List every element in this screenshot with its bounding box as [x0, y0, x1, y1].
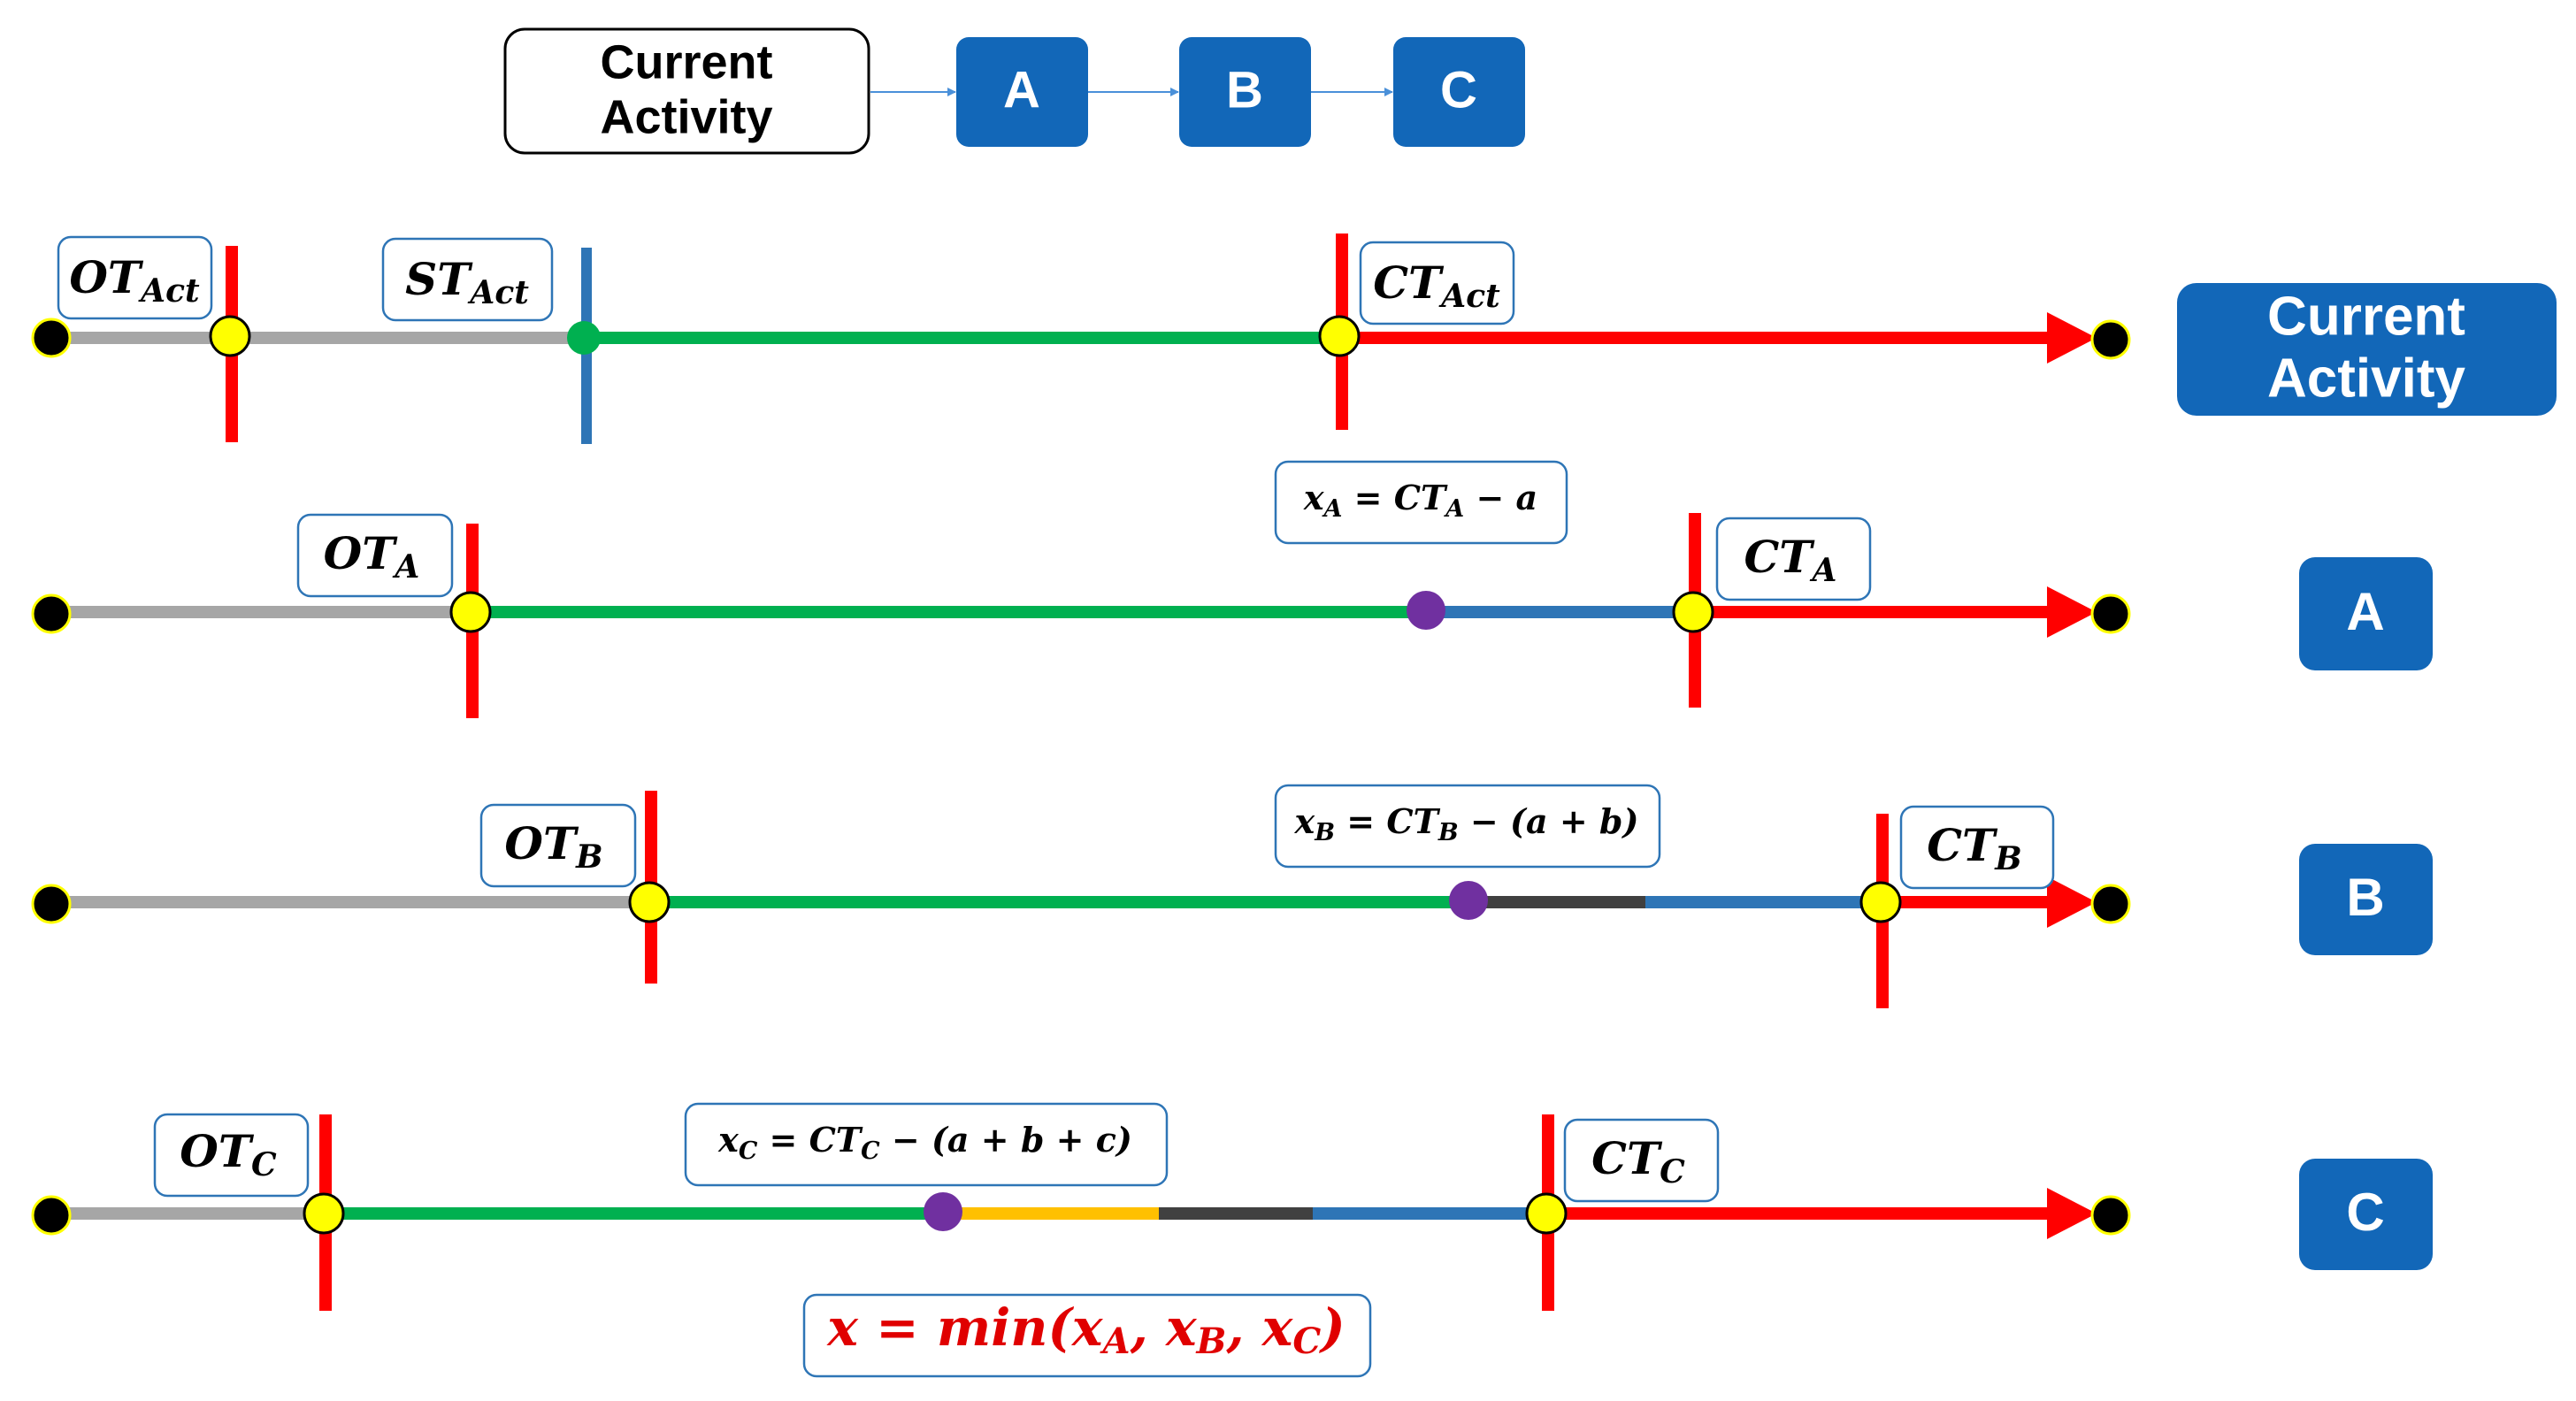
xb-marker — [1449, 881, 1488, 920]
timeline-a: OTA CTA xA = CTA − a A — [31, 460, 2433, 718]
xa-marker — [1407, 591, 1445, 630]
min-formula-box — [802, 1293, 1372, 1378]
flow-header: Current Activity A B C — [503, 27, 1525, 155]
ct-act-marker — [1318, 315, 1361, 357]
ot-a-label: OTA — [324, 527, 420, 586]
flow-box-b — [1179, 37, 1311, 147]
end-dot — [2090, 593, 2131, 634]
xb-formula-box — [1274, 784, 1661, 869]
ct-a-marker — [1672, 591, 1714, 633]
flow-box-b-label: B — [1226, 61, 1263, 119]
xc-formula: xC = CTC − (a + b + c) — [717, 1120, 1132, 1165]
flow-box-a-label: A — [1003, 61, 1040, 119]
tag-a — [2299, 557, 2433, 670]
red-arrowhead — [2047, 877, 2097, 928]
start-dot — [31, 1195, 72, 1236]
xc-formula-box — [684, 1102, 1169, 1187]
end-dot — [2090, 319, 2131, 360]
ot-a-marker — [449, 591, 492, 633]
ot-a-label-box — [296, 513, 454, 598]
flow-current-label-line1: Current — [600, 35, 772, 88]
xc-marker — [924, 1192, 962, 1231]
tag-b — [2299, 844, 2433, 955]
ot-act-label-box — [57, 235, 213, 320]
xa-formula: xA = CTA − a — [1303, 478, 1537, 523]
xa-formula-box — [1274, 460, 1568, 545]
end-dot — [2090, 1195, 2131, 1236]
start-dot — [31, 318, 72, 358]
ct-b-marker — [1859, 881, 1902, 923]
ot-act-label: OTAct — [69, 251, 200, 310]
ot-c-label: OTC — [180, 1125, 277, 1183]
flow-current-activity-box — [503, 27, 870, 155]
flow-current-label-line2: Activity — [600, 90, 772, 143]
flow-box-c — [1393, 37, 1525, 147]
end-dot — [2090, 884, 2131, 924]
tag-c — [2299, 1159, 2433, 1270]
tag-current-activity-line1: Current — [2267, 286, 2465, 347]
xb-formula: xB = CTB − (a + b) — [1294, 801, 1639, 846]
ot-act-marker — [209, 315, 251, 357]
tag-c-label: C — [2346, 1183, 2384, 1242]
timeline-b: OTB CTB xB = CTB − (a + b) B — [31, 784, 2433, 1008]
ct-b-label-box — [1899, 805, 2055, 890]
st-act-marker — [567, 321, 601, 355]
ot-b-label-box — [479, 803, 637, 888]
flow-box-a — [956, 37, 1088, 147]
ct-c-label: CTC — [1591, 1132, 1685, 1190]
ct-c-label-box — [1563, 1118, 1720, 1203]
ct-a-label: CTA — [1744, 531, 1837, 589]
tag-current-activity — [2177, 283, 2557, 416]
ct-a-label-box — [1715, 517, 1872, 601]
ot-c-label-box — [153, 1113, 310, 1198]
red-arrowhead — [2047, 1188, 2097, 1239]
flow-box-c-label: C — [1440, 61, 1477, 119]
start-dot — [31, 593, 72, 634]
ct-act-label-box — [1359, 241, 1515, 325]
timeline-current-activity: OTAct STAct CTAct Current Activity — [31, 234, 2557, 444]
start-dot — [31, 884, 72, 924]
timeline-c: OTC CTC xC = CTC − (a + b + c) C x = min… — [31, 1102, 2433, 1378]
ct-act-label: CTAct — [1373, 256, 1500, 315]
st-act-label-box — [381, 237, 554, 322]
tag-a-label: A — [2346, 582, 2384, 641]
red-arrowhead — [2047, 586, 2097, 638]
ot-b-marker — [628, 881, 671, 923]
ot-b-label: OTB — [504, 817, 602, 876]
tag-b-label: B — [2346, 868, 2384, 927]
tag-current-activity-line2: Activity — [2267, 348, 2465, 409]
min-formula: x = min(xA, xB, xC) — [825, 1298, 1345, 1362]
red-arrowhead — [2047, 312, 2097, 364]
ct-c-marker — [1525, 1192, 1568, 1235]
ot-c-marker — [303, 1192, 345, 1235]
st-act-label: STAct — [405, 253, 529, 311]
ct-b-label: CTB — [1927, 819, 2021, 877]
